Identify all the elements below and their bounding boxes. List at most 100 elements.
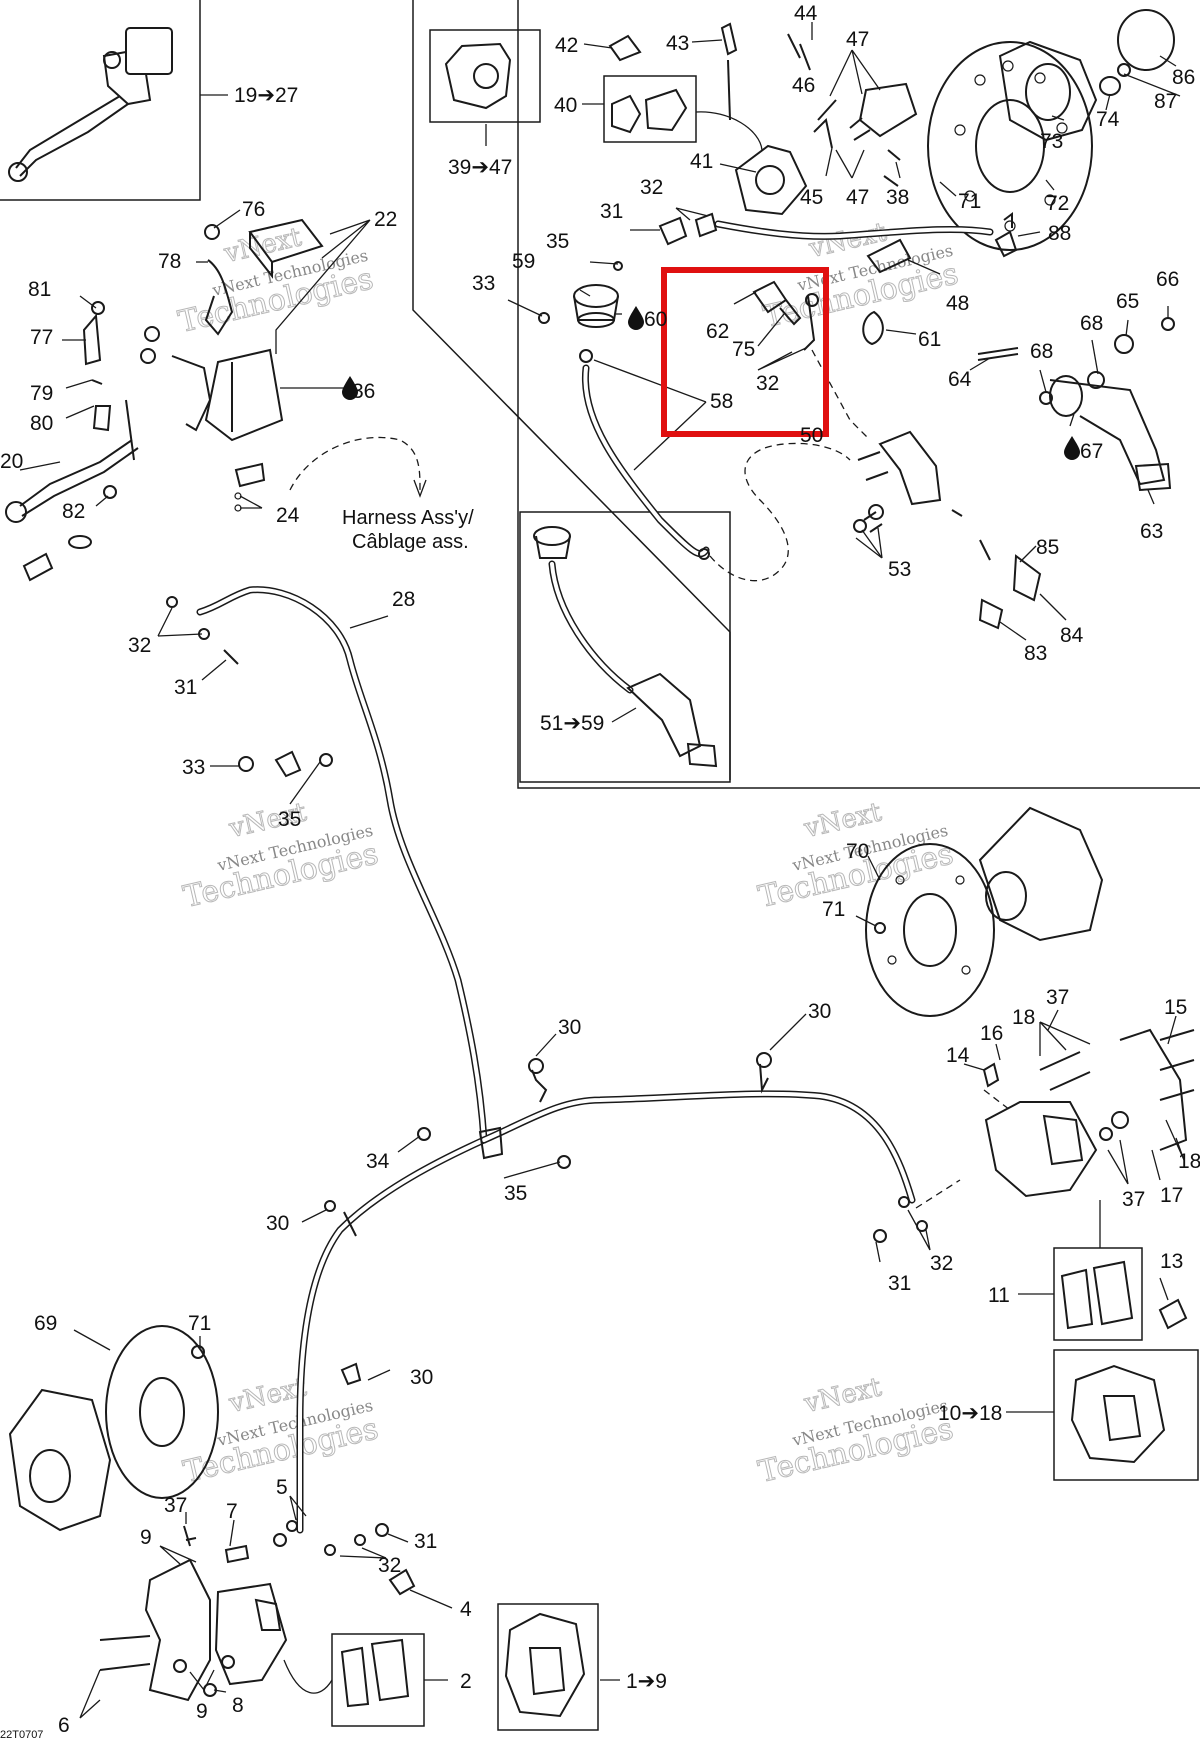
callout-60: 60 (644, 308, 667, 331)
left-master-cylinder (5, 218, 324, 582)
callout-73: 73 (1040, 130, 1063, 153)
callout-50: 50 (800, 424, 823, 447)
callout-32e: 32 (378, 1554, 401, 1577)
callout-42: 42 (555, 34, 578, 57)
callout-65: 65 (1116, 290, 1139, 313)
callout-74: 74 (1096, 108, 1120, 131)
callout-35c: 35 (504, 1182, 527, 1205)
callout-70: 70 (846, 840, 869, 863)
frame-inset-1-9 (497, 1603, 599, 1731)
callout-35a: 35 (546, 230, 569, 253)
watermark-6: vNext vNext Technologies Technologies (755, 1372, 957, 1491)
callout-32c: 32 (128, 634, 151, 657)
callout-9a: 9 (140, 1526, 152, 1549)
callout-48: 48 (946, 292, 969, 315)
callout-58: 58 (710, 390, 733, 413)
callout-15: 15 (1164, 996, 1187, 1019)
brake-pedal-63 (977, 317, 1175, 492)
callout-51-59: 51➔59 (540, 712, 604, 735)
callout-20: 20 (0, 450, 23, 473)
callout-87: 87 (1154, 90, 1177, 113)
callout-18a: 18 (1012, 1006, 1035, 1029)
callout-40: 40 (554, 94, 577, 117)
callout-64: 64 (948, 368, 972, 391)
callout-34: 34 (366, 1150, 390, 1173)
callout-13: 13 (1160, 1250, 1183, 1273)
left-front-disc (8, 1325, 219, 1532)
callout-61: 61 (918, 328, 941, 351)
frame-rear-section-bottom (517, 0, 1200, 789)
callout-9b: 9 (196, 1700, 208, 1723)
frame-inset-40 (603, 75, 697, 143)
rear-brake-disc (927, 41, 1093, 251)
inset-brake-lever (8, 27, 173, 182)
harness-note: Harness Ass'y/ Câblage ass. (342, 507, 474, 553)
callout-47a: 47 (846, 28, 869, 51)
callout-6: 6 (58, 1714, 70, 1737)
callout-46: 46 (792, 74, 815, 97)
fluid-drop-icon (628, 306, 644, 330)
callout-5: 5 (276, 1476, 288, 1499)
callout-18b: 18 (1178, 1150, 1200, 1173)
callout-37c: 37 (164, 1494, 187, 1517)
callout-76: 76 (242, 198, 265, 221)
callout-69: 69 (34, 1312, 57, 1335)
frame-top-left-inset (0, 0, 201, 201)
highlight-box (661, 267, 829, 437)
callout-68b: 68 (1030, 340, 1053, 363)
right-front-disc (865, 806, 1104, 1017)
fluid-drop-icon (342, 376, 358, 400)
watermark-5: vNext vNext Technologies Technologies (180, 1372, 382, 1491)
callout-47b: 47 (846, 186, 869, 209)
callout-32a: 32 (640, 176, 663, 199)
callout-79: 79 (30, 382, 53, 405)
callout-68a: 68 (1080, 312, 1103, 335)
callout-53: 53 (888, 558, 911, 581)
frame-inset-39-47 (429, 29, 541, 123)
watermarks: vNext vNext Technologies Technologies vN… (175, 217, 962, 1491)
inset-10-18-caliper (1070, 1364, 1166, 1464)
callout-7: 7 (226, 1500, 238, 1523)
callout-66: 66 (1156, 268, 1179, 291)
callout-32d: 32 (930, 1252, 953, 1275)
callout-88: 88 (1048, 222, 1071, 245)
fluid-drop-icons (342, 306, 1080, 460)
callout-37b: 37 (1122, 1188, 1145, 1211)
fluid-drop-icon (1064, 436, 1080, 460)
callout-28: 28 (392, 588, 415, 611)
callout-35b: 35 (278, 808, 301, 831)
callout-78: 78 (158, 250, 181, 273)
callout-63: 63 (1140, 520, 1163, 543)
callout-33b: 33 (182, 756, 205, 779)
drawing-code: 22T0707 (0, 1729, 43, 1740)
callout-83: 83 (1024, 642, 1047, 665)
harness-note-line2: Câblage ass. (352, 531, 469, 553)
callout-77: 77 (30, 326, 53, 349)
fittings-62-75 (752, 280, 884, 351)
callout-30b: 30 (808, 1000, 831, 1023)
callout-71a: 71 (958, 190, 981, 213)
rear-reservoir-59 (538, 261, 710, 560)
inset-2-pads (340, 1638, 410, 1708)
callout-86: 86 (1172, 66, 1195, 89)
callout-44: 44 (794, 2, 818, 25)
callout-22: 22 (374, 208, 397, 231)
callout-43: 43 (666, 32, 689, 55)
left-front-caliper (99, 1520, 416, 1702)
callout-37a: 37 (1046, 986, 1069, 1009)
callout-10-18: 10➔18 (938, 1402, 1002, 1425)
inset-1-9-caliper (504, 1612, 586, 1718)
callout-36: 36 (352, 380, 375, 403)
callout-75: 75 (732, 338, 755, 361)
callout-45: 45 (800, 186, 823, 209)
leader-lines (19, 22, 1185, 1719)
callout-71c: 71 (188, 1312, 211, 1335)
inset-11-pads (1060, 1260, 1188, 1330)
callout-59: 59 (512, 250, 535, 273)
callout-39-47: 39➔47 (448, 156, 512, 179)
callout-32b: 32 (756, 372, 779, 395)
inset-51-59-drawing (533, 526, 718, 768)
callout-67: 67 (1080, 440, 1103, 463)
callout-24: 24 (276, 504, 300, 527)
